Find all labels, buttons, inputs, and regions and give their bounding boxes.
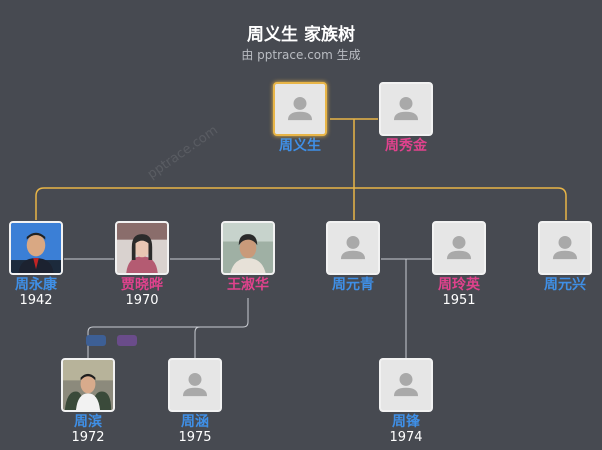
- link-shuhua-children: [87, 298, 249, 358]
- person-placeholder-icon: [182, 372, 208, 397]
- person-placeholder-icon: [340, 235, 366, 260]
- spouse-chip-purple[interactable]: [117, 335, 137, 346]
- avatar: [115, 221, 169, 275]
- avatar: [379, 82, 433, 136]
- person-name: 周滨: [74, 414, 102, 430]
- person-name: 周锋: [392, 414, 420, 430]
- person-card-jia-xiaoye[interactable]: 贾晓晔 1970: [107, 221, 177, 308]
- avatar: [379, 358, 433, 412]
- person-year: 1970: [125, 293, 159, 308]
- page-subtitle: 由 pptrace.com 生成: [241, 48, 361, 62]
- person-year: 1951: [442, 293, 476, 308]
- person-card-zhou-yisheng[interactable]: 周义生: [265, 82, 335, 154]
- page-title: 周义生 家族树: [247, 25, 355, 45]
- link-shuhua-zhouhan: [194, 326, 201, 358]
- person-card-zhou-feng[interactable]: 周锋 1974: [371, 358, 441, 445]
- person-name: 周元青: [332, 277, 374, 293]
- person-card-zhou-xiujin[interactable]: 周秀金: [371, 82, 441, 154]
- person-card-zhou-han[interactable]: 周涵 1975: [160, 358, 230, 445]
- portrait-photo: [223, 223, 273, 273]
- person-year: 1942: [19, 293, 53, 308]
- person-placeholder-icon: [393, 372, 419, 397]
- person-year: 1975: [178, 430, 212, 445]
- person-name: 贾晓晔: [121, 277, 163, 293]
- portrait-photo: [11, 223, 61, 273]
- person-card-zhou-lingying[interactable]: 周玲英 1951: [424, 221, 494, 308]
- person-name: 周元兴: [544, 277, 586, 293]
- person-name: 周永康: [15, 277, 57, 293]
- spouse-chip-blue[interactable]: [86, 335, 106, 346]
- portrait-photo: [63, 360, 113, 410]
- person-placeholder-icon: [446, 235, 472, 260]
- person-card-zhou-yongkang[interactable]: 周永康 1942: [1, 221, 71, 308]
- person-year: 1972: [71, 430, 105, 445]
- person-year: 1974: [389, 430, 423, 445]
- person-placeholder-icon: [393, 96, 419, 121]
- person-name: 周秀金: [385, 138, 427, 154]
- person-placeholder-icon: [287, 96, 313, 121]
- person-placeholder-icon: [552, 235, 578, 260]
- avatar: [221, 221, 275, 275]
- avatar: [273, 82, 327, 136]
- link-gen2-bus: [35, 187, 567, 220]
- avatar: [61, 358, 115, 412]
- person-card-zhou-bin[interactable]: 周滨 1972: [53, 358, 123, 445]
- person-card-zhou-yuanxing[interactable]: 周元兴: [530, 221, 600, 293]
- person-card-zhou-yuanqing[interactable]: 周元青: [318, 221, 388, 293]
- person-name: 周涵: [181, 414, 209, 430]
- person-name: 周玲英: [438, 277, 480, 293]
- avatar: [326, 221, 380, 275]
- person-card-wang-shuhua[interactable]: 王淑华: [213, 221, 283, 293]
- avatar: [168, 358, 222, 412]
- person-name: 周义生: [279, 138, 321, 154]
- portrait-photo: [117, 223, 167, 273]
- avatar: [538, 221, 592, 275]
- avatar: [432, 221, 486, 275]
- avatar: [9, 221, 63, 275]
- person-name: 王淑华: [227, 277, 269, 293]
